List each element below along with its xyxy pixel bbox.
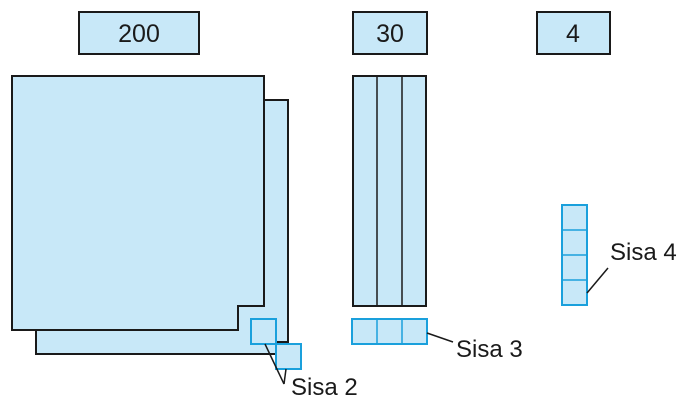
- header-ones-label: 4: [566, 20, 580, 48]
- hundred-flat-front: [11, 75, 265, 331]
- remainder-2-cube-2: [275, 343, 302, 370]
- remainder-3-label: Sisa 3: [456, 336, 523, 363]
- remainder-2-cube-1: [250, 318, 277, 345]
- header-tens: 30: [352, 11, 428, 55]
- header-hundreds: 200: [78, 11, 200, 55]
- leader-line-remainder-2b: [283, 368, 287, 385]
- leader-line-remainder-4: [586, 267, 609, 294]
- header-tens-label: 30: [376, 20, 404, 48]
- header-ones: 4: [536, 11, 611, 55]
- leader-line-remainder-3: [426, 332, 454, 343]
- remainder-3-cubes: [351, 318, 428, 345]
- tens-rods: [352, 75, 427, 307]
- remainder-2-label: Sisa 2: [291, 374, 358, 401]
- remainder-4-cubes: [561, 204, 588, 306]
- remainder-4-label: Sisa 4: [610, 239, 677, 266]
- header-hundreds-label: 200: [118, 20, 160, 48]
- leader-line-remainder-2a: [264, 343, 285, 385]
